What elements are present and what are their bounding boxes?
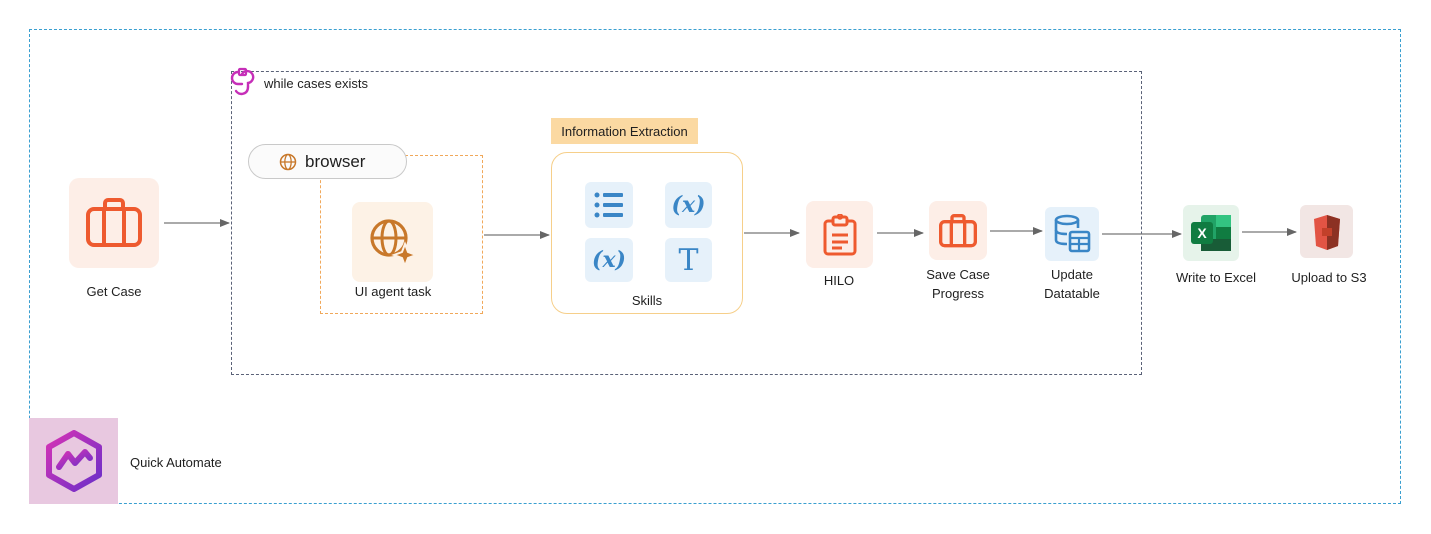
excel-icon: X [1191, 215, 1231, 251]
information-extraction-tag: Information Extraction [551, 118, 698, 144]
list-icon [594, 192, 623, 218]
ui-agent-task-label: UI agent task [354, 284, 432, 299]
skill-text-tile[interactable]: T [665, 238, 712, 282]
ui-agent-task-node[interactable] [352, 202, 433, 282]
hilo-node[interactable] [806, 201, 873, 268]
globe-icon [279, 153, 297, 170]
browser-pill[interactable]: browser [248, 144, 407, 179]
hilo-label: HILO [823, 273, 855, 288]
save-case-progress-node[interactable] [929, 201, 987, 260]
variable-icon: (x) [671, 192, 706, 218]
get-case-label: Get Case [86, 284, 142, 299]
upload-to-s3-node[interactable] [1300, 205, 1353, 258]
briefcase-icon [86, 198, 142, 247]
quick-automate-logo-box [29, 418, 118, 504]
update-datatable-label: Update Datatable [1044, 267, 1100, 301]
skills-label: Skills [631, 293, 663, 308]
get-case-node[interactable] [69, 178, 159, 268]
skill-variable-tile-1[interactable]: (x) [665, 182, 712, 228]
variable-icon: (x) [592, 247, 626, 273]
skill-variable-tile-2[interactable]: (x) [585, 238, 633, 282]
upload-to-s3-label: Upload to S3 [1291, 270, 1367, 285]
loop-label: while cases exists [264, 76, 369, 91]
update-datatable-node[interactable] [1045, 207, 1099, 261]
browser-label: browser [305, 151, 366, 171]
platform-label: Quick Automate [130, 455, 222, 470]
skill-list-tile[interactable] [585, 182, 633, 228]
write-to-excel-node[interactable]: X [1183, 205, 1239, 261]
briefcase-icon [939, 213, 977, 247]
s3-bucket-icon [1313, 214, 1340, 250]
svg-text:X: X [1197, 225, 1207, 241]
outer-automation-frame [29, 29, 1401, 504]
write-to-excel-label: Write to Excel [1176, 270, 1256, 285]
loop-icon [226, 66, 260, 103]
skills-container [551, 152, 743, 314]
save-case-progress-label: Save Case Progress [926, 267, 990, 301]
database-table-icon [1054, 214, 1091, 253]
globe-sparkle-icon [369, 219, 419, 269]
while-loop-frame [231, 71, 1142, 375]
text-icon: T [678, 242, 699, 278]
clipboard-icon [823, 213, 856, 255]
quick-automate-logo [45, 430, 102, 492]
